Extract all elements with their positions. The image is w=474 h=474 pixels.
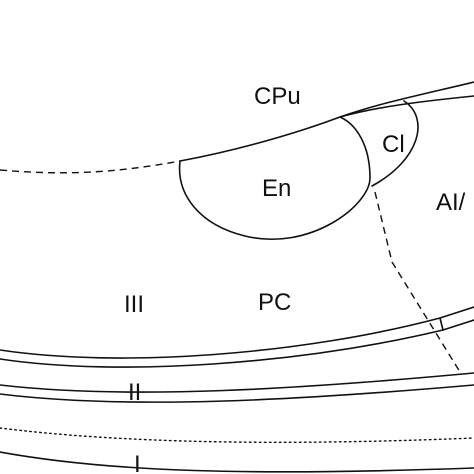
cpu-boundary-solid — [179, 81, 474, 162]
pc-layer-edge — [439, 317, 444, 331]
label-en: En — [262, 175, 291, 202]
label-i: I — [134, 451, 141, 474]
label-cl: Cl — [382, 131, 405, 158]
layer-boundary-4 — [0, 384, 474, 403]
label-pc: PC — [258, 289, 291, 316]
layer-boundary-3 — [0, 372, 474, 393]
cpu-boundary-dashed — [0, 160, 181, 174]
label-ai: AI/ — [436, 189, 466, 216]
label-cpu: CPu — [254, 83, 301, 110]
layer-boundary-dotted — [0, 427, 474, 444]
label-ii: II — [128, 379, 141, 406]
layer-boundary-bottom — [0, 451, 474, 473]
label-iii: III — [124, 291, 144, 318]
cl-region-outline — [371, 100, 419, 187]
en-region-outline — [178, 116, 371, 241]
cpu-boundary-inner — [339, 95, 474, 118]
layer-boundary-2 — [0, 319, 474, 368]
pc-ai-boundary — [374, 191, 461, 373]
layer-boundary-1 — [0, 306, 474, 359]
